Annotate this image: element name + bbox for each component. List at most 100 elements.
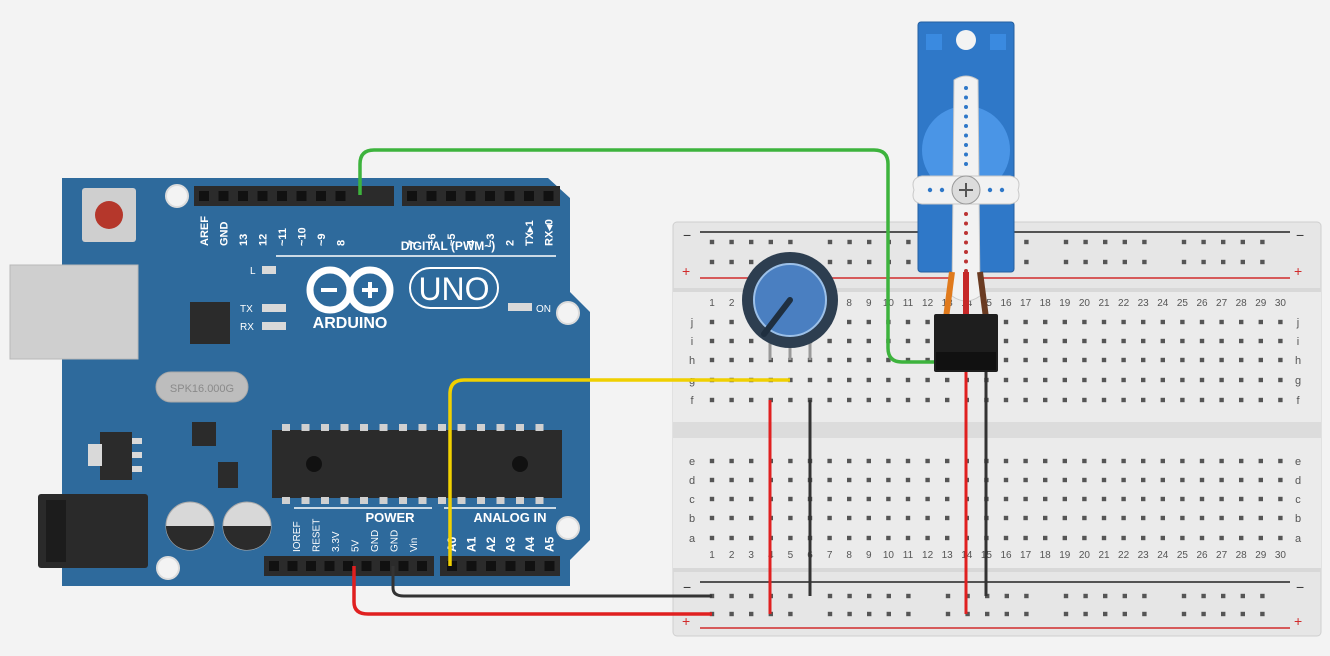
breadboard-hole[interactable] [1023,535,1028,541]
breadboard-holes[interactable] [709,239,1283,617]
breadboard-hole[interactable] [1180,377,1185,383]
digital-pin-socket[interactable] [524,191,534,201]
analog-pin-socket[interactable] [544,561,555,571]
breadboard-hole[interactable] [866,397,871,403]
breadboard-hole[interactable] [827,496,832,502]
pin-sockets[interactable] [199,191,555,571]
breadboard-hole[interactable] [866,338,871,344]
breadboard-hole[interactable] [1121,458,1126,464]
breadboard-hole[interactable] [1239,357,1244,363]
breadboard-hole[interactable] [1278,377,1283,383]
arduino-uno-board[interactable]: SPK16.000G ARDUINO UNO L TX RX ON [9,178,590,586]
rail-hole[interactable] [1004,611,1009,617]
breadboard-hole[interactable] [729,477,734,483]
breadboard-hole[interactable] [925,397,930,403]
rail-hole[interactable] [1024,611,1029,617]
rail-hole[interactable] [827,611,833,617]
rail-hole[interactable] [867,611,872,617]
breadboard-hole[interactable] [905,458,911,464]
breadboard-hole[interactable] [847,319,852,325]
analog-pin-socket[interactable] [505,561,516,571]
rail-hole[interactable] [1083,611,1088,617]
rail-hole[interactable] [965,593,970,599]
rail-hole[interactable] [709,259,715,265]
digital-pin-socket[interactable] [199,191,209,201]
rail-hole[interactable] [1260,259,1265,265]
breadboard-hole[interactable] [1239,377,1244,383]
analog-pin-socket[interactable] [447,561,457,571]
rail-hole[interactable] [749,259,754,265]
breadboard-hole[interactable] [1082,357,1087,363]
breadboard-hole[interactable] [847,357,852,363]
breadboard-hole[interactable] [1258,377,1263,383]
breadboard-hole[interactable] [1278,535,1283,541]
breadboard-hole[interactable] [1082,535,1087,541]
breadboard-hole[interactable] [788,377,793,383]
breadboard-hole[interactable] [1101,357,1107,363]
rail-hole[interactable] [847,259,852,265]
breadboard-hole[interactable] [1278,319,1283,325]
breadboard-hole[interactable] [1003,357,1009,363]
breadboard-hole[interactable] [1219,357,1224,363]
breadboard-hole[interactable] [925,377,930,383]
rail-hole[interactable] [847,611,852,617]
breadboard-hole[interactable] [1219,515,1224,521]
rail-hole[interactable] [1122,593,1127,599]
rail-hole[interactable] [1221,239,1226,245]
digital-pin-socket[interactable] [426,191,437,201]
rail-hole[interactable] [1142,611,1147,617]
breadboard-hole[interactable] [1219,458,1224,464]
breadboard-hole[interactable] [709,515,715,521]
analog-pin-socket[interactable] [525,561,535,571]
breadboard-hole[interactable] [1180,319,1185,325]
breadboard-hole[interactable] [788,515,793,521]
breadboard-hole[interactable] [1141,319,1146,325]
breadboard-hole[interactable] [1043,357,1048,363]
rail-hole[interactable] [1063,593,1069,599]
breadboard-hole[interactable] [729,397,734,403]
breadboard-hole[interactable] [1180,496,1185,502]
rail-hole[interactable] [729,239,734,245]
breadboard-hole[interactable] [1082,515,1087,521]
breadboard-hole[interactable] [1199,397,1205,403]
rail-hole[interactable] [749,611,754,617]
rail-hole[interactable] [1024,239,1029,245]
breadboard-hole[interactable] [905,477,911,483]
breadboard-hole[interactable] [886,515,891,521]
breadboard-hole[interactable] [1082,397,1087,403]
breadboard-hole[interactable] [1219,338,1224,344]
breadboard-hole[interactable] [807,377,813,383]
breadboard-hole[interactable] [925,357,930,363]
breadboard-hole[interactable] [788,496,793,502]
breadboard-hole[interactable] [847,397,852,403]
breadboard-hole[interactable] [1278,458,1283,464]
rail-hole[interactable] [1181,611,1187,617]
breadboard-hole[interactable] [1043,319,1048,325]
rail-hole[interactable] [749,593,754,599]
breadboard-hole[interactable] [1239,477,1244,483]
breadboard-hole[interactable] [1062,377,1067,383]
breadboard-hole[interactable] [1003,319,1009,325]
rail-hole[interactable] [1063,239,1069,245]
rail-hole[interactable] [1083,239,1088,245]
rail-hole[interactable] [788,611,793,617]
rail-hole[interactable] [945,611,951,617]
breadboard-hole[interactable] [709,397,715,403]
breadboard-hole[interactable] [945,496,950,502]
breadboard-hole[interactable] [729,496,734,502]
breadboard-hole[interactable] [1062,535,1067,541]
breadboard-hole[interactable] [1219,535,1224,541]
power-pin-socket[interactable] [398,561,409,571]
breadboard-hole[interactable] [1101,338,1107,344]
rail-hole[interactable] [1142,593,1147,599]
breadboard-hole[interactable] [866,357,871,363]
breadboard-hole[interactable] [866,377,871,383]
breadboard-hole[interactable] [925,496,930,502]
breadboard-hole[interactable] [1199,319,1205,325]
rail-hole[interactable] [1103,611,1108,617]
analog-pin-socket[interactable] [486,561,496,571]
rail-hole[interactable] [1083,593,1088,599]
breadboard-hole[interactable] [1239,397,1244,403]
breadboard-hole[interactable] [1258,496,1263,502]
breadboard-hole[interactable] [905,397,911,403]
